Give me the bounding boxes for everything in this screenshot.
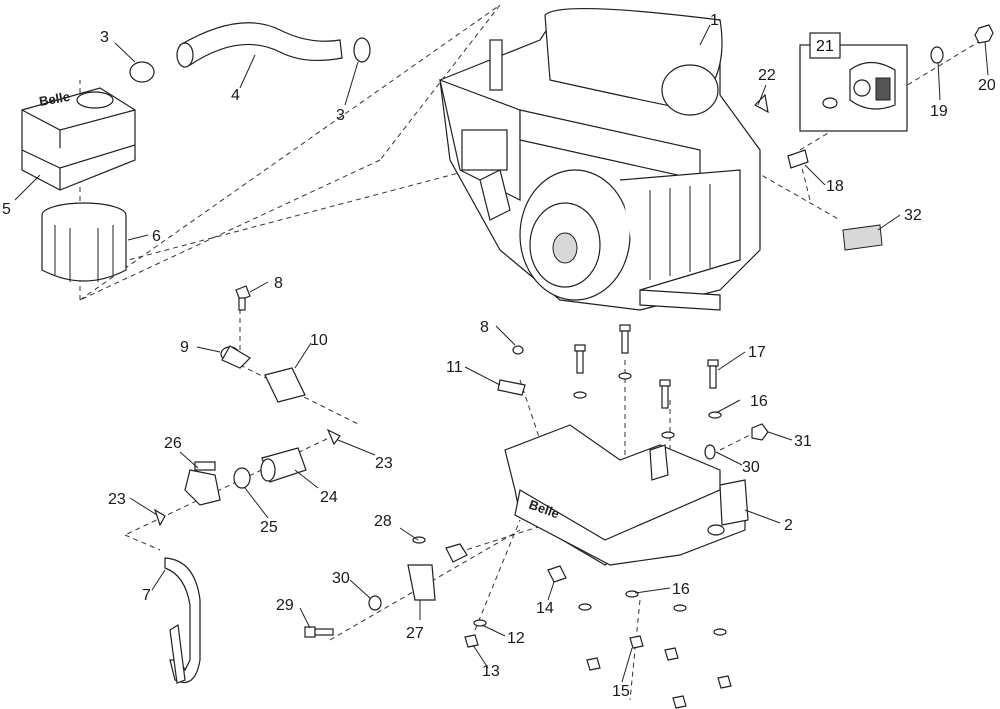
inset-label: 21 <box>816 38 834 55</box>
callout-8a: 8 <box>274 275 283 292</box>
callout-32: 32 <box>904 207 922 224</box>
intake-hose <box>176 22 343 68</box>
fuel-filter-assembly <box>220 285 306 403</box>
callout-4: 4 <box>231 87 240 104</box>
callout-27: 27 <box>406 625 424 642</box>
callout-31: 31 <box>794 433 812 450</box>
callout-3a: 3 <box>100 29 109 46</box>
callout-15: 15 <box>612 683 630 700</box>
callout-23a: 23 <box>375 455 393 472</box>
callout-1: 1 <box>710 12 719 29</box>
fuel-pipe <box>164 557 201 684</box>
callout-29: 29 <box>276 597 294 614</box>
inset-label-box <box>809 32 841 59</box>
air-filter-housing: Belle <box>21 87 136 191</box>
callout-24: 24 <box>320 489 338 506</box>
top-right-hardware <box>754 24 994 251</box>
callout-23b: 23 <box>108 491 126 508</box>
callout-16a: 16 <box>750 393 768 410</box>
callout-9: 9 <box>180 339 189 356</box>
callout-12: 12 <box>507 630 525 647</box>
callout-20: 20 <box>978 77 996 94</box>
callout-numbers: 1 2 3 3 4 5 6 7 8 8 9 10 11 12 13 14 15 … <box>2 12 996 700</box>
callout-11: 11 <box>446 359 463 376</box>
callout-5: 5 <box>2 201 11 218</box>
hose-clamps <box>129 37 371 83</box>
callout-10: 10 <box>310 332 328 349</box>
clutch-inset: 21 <box>799 32 908 132</box>
fuel-tap-assembly <box>153 428 341 527</box>
engine <box>439 7 761 311</box>
callout-19: 19 <box>930 103 948 120</box>
filter-element <box>41 202 127 282</box>
callout-18: 18 <box>826 178 844 195</box>
callout-17: 17 <box>748 344 766 361</box>
callout-6: 6 <box>152 228 161 245</box>
callout-16b: 16 <box>672 581 690 598</box>
fasteners <box>304 324 769 709</box>
callout-25: 25 <box>260 519 278 536</box>
callout-13: 13 <box>482 663 500 680</box>
brand-mark-housing: Belle <box>38 89 71 109</box>
callout-3b: 3 <box>336 107 345 124</box>
callout-7: 7 <box>142 587 151 604</box>
callout-26: 26 <box>164 435 182 452</box>
callout-30a: 30 <box>332 570 350 587</box>
mounting-plate: Belle <box>504 424 749 566</box>
callout-14: 14 <box>536 600 554 617</box>
callout-28: 28 <box>374 513 392 530</box>
callout-22: 22 <box>758 67 776 84</box>
leader-lines <box>14 24 989 683</box>
callout-8b: 8 <box>480 319 489 336</box>
callout-30b: 30 <box>742 459 760 476</box>
callout-2: 2 <box>784 517 793 534</box>
